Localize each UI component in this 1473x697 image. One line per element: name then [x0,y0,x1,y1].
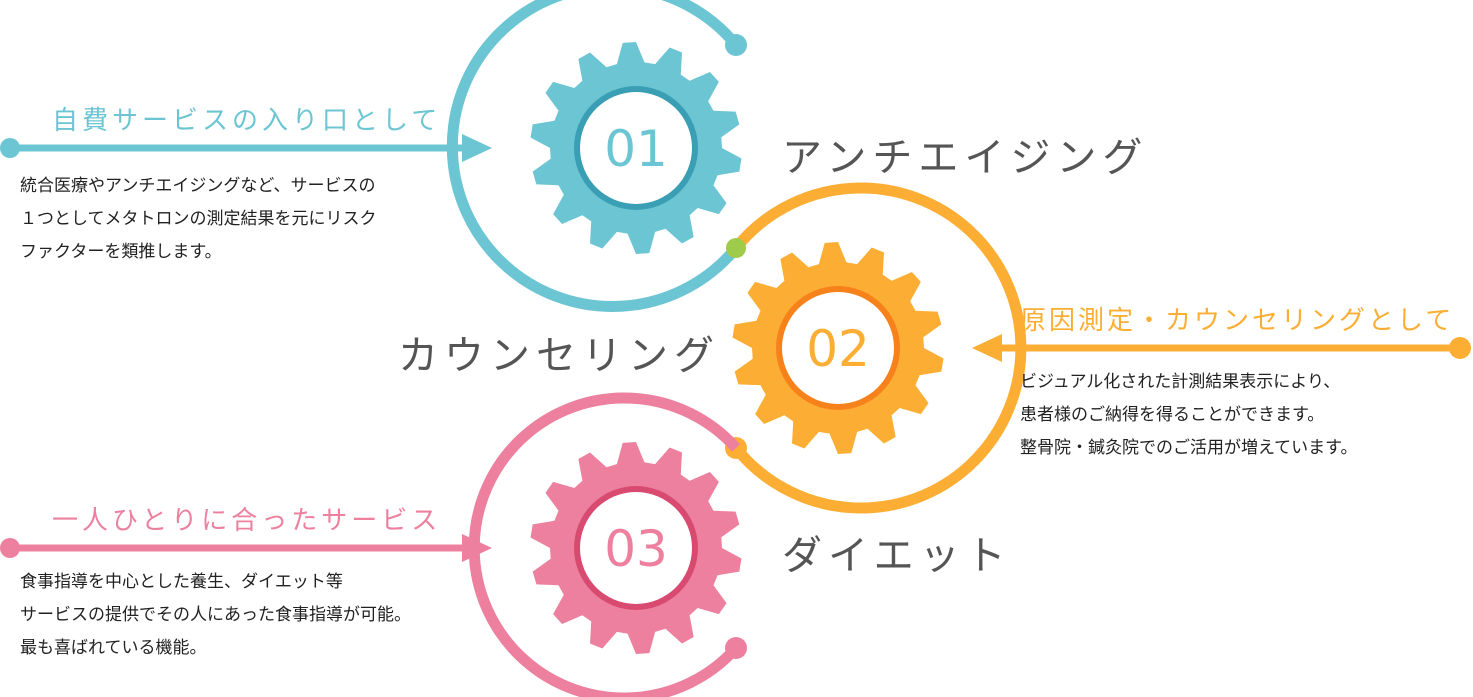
item-03-subtitle: 一人ひとりに合ったサービス [52,506,442,536]
gear-hub [782,292,894,404]
gear-01 [530,42,742,254]
leader-arrow-02 [972,334,1002,362]
gear-hub [580,92,692,204]
item-01-description-line: 統合医療やアンチエイジングなど、サービスの [20,176,376,196]
item-01-description-line: ファクターを類推します。 [20,242,222,262]
arc-end-dot-01 [725,34,747,56]
item-02-description: ビジュアル化された計測結果表示により、 患者様のご納得を得ることができます。 整… [1020,366,1357,465]
gear-number-01: 01 [604,120,668,178]
gear-03 [530,442,742,654]
leader-dot-03 [0,538,20,558]
leader-arrow-01 [462,134,492,162]
item-01-subtitle-block: 自費サービスの入り口として [52,100,441,137]
item-01-description-line: １つとしてメタトロンの測定結果を元にリスク [20,209,377,229]
item-03-subtitle-block: 一人ひとりに合ったサービス [52,500,441,537]
leader-dot-02 [1449,337,1471,359]
gear-02 [732,242,944,454]
item-02-description-line: 患者様のご納得を得ることができます。 [1020,405,1325,425]
item-02-subtitle: 原因測定・カウンセリングとして [1020,306,1455,336]
item-01-name: アンチエイジング [782,135,1149,181]
gear-hub [580,492,692,604]
item-02-name: カウンセリング [398,333,720,379]
leader-dot-01 [0,138,20,158]
gear-number-03: 03 [604,520,668,578]
item-03-description-line: 最も喜ばれている機能。 [20,638,207,658]
item-02-subtitle-block: 原因測定・カウンセリングとして [1020,300,1454,337]
junction-dot [726,238,746,258]
item-03-name: ダイエット [782,533,1012,579]
item-01-subtitle: 自費サービスの入り口として [52,106,442,136]
leader-arrow-03 [462,534,492,562]
item-01-description: 統合医療やアンチエイジングなど、サービスの １つとしてメタトロンの測定結果を元に… [20,170,377,269]
arc-end-dot-03 [725,637,747,659]
item-03-description: 食事指導を中心とした養生、ダイエット等 サービスの提供でその人にあった食事指導が… [20,566,411,665]
gear-number-02: 02 [806,320,870,378]
item-02-description-line: ビジュアル化された計測結果表示により、 [1020,372,1341,392]
item-03-description-line: 食事指導を中心とした養生、ダイエット等 [20,572,343,592]
item-03-description-line: サービスの提供でその人にあった食事指導が可能。 [20,605,411,625]
item-02-description-line: 整骨院・鍼灸院でのご活用が増えています。 [1020,438,1358,458]
